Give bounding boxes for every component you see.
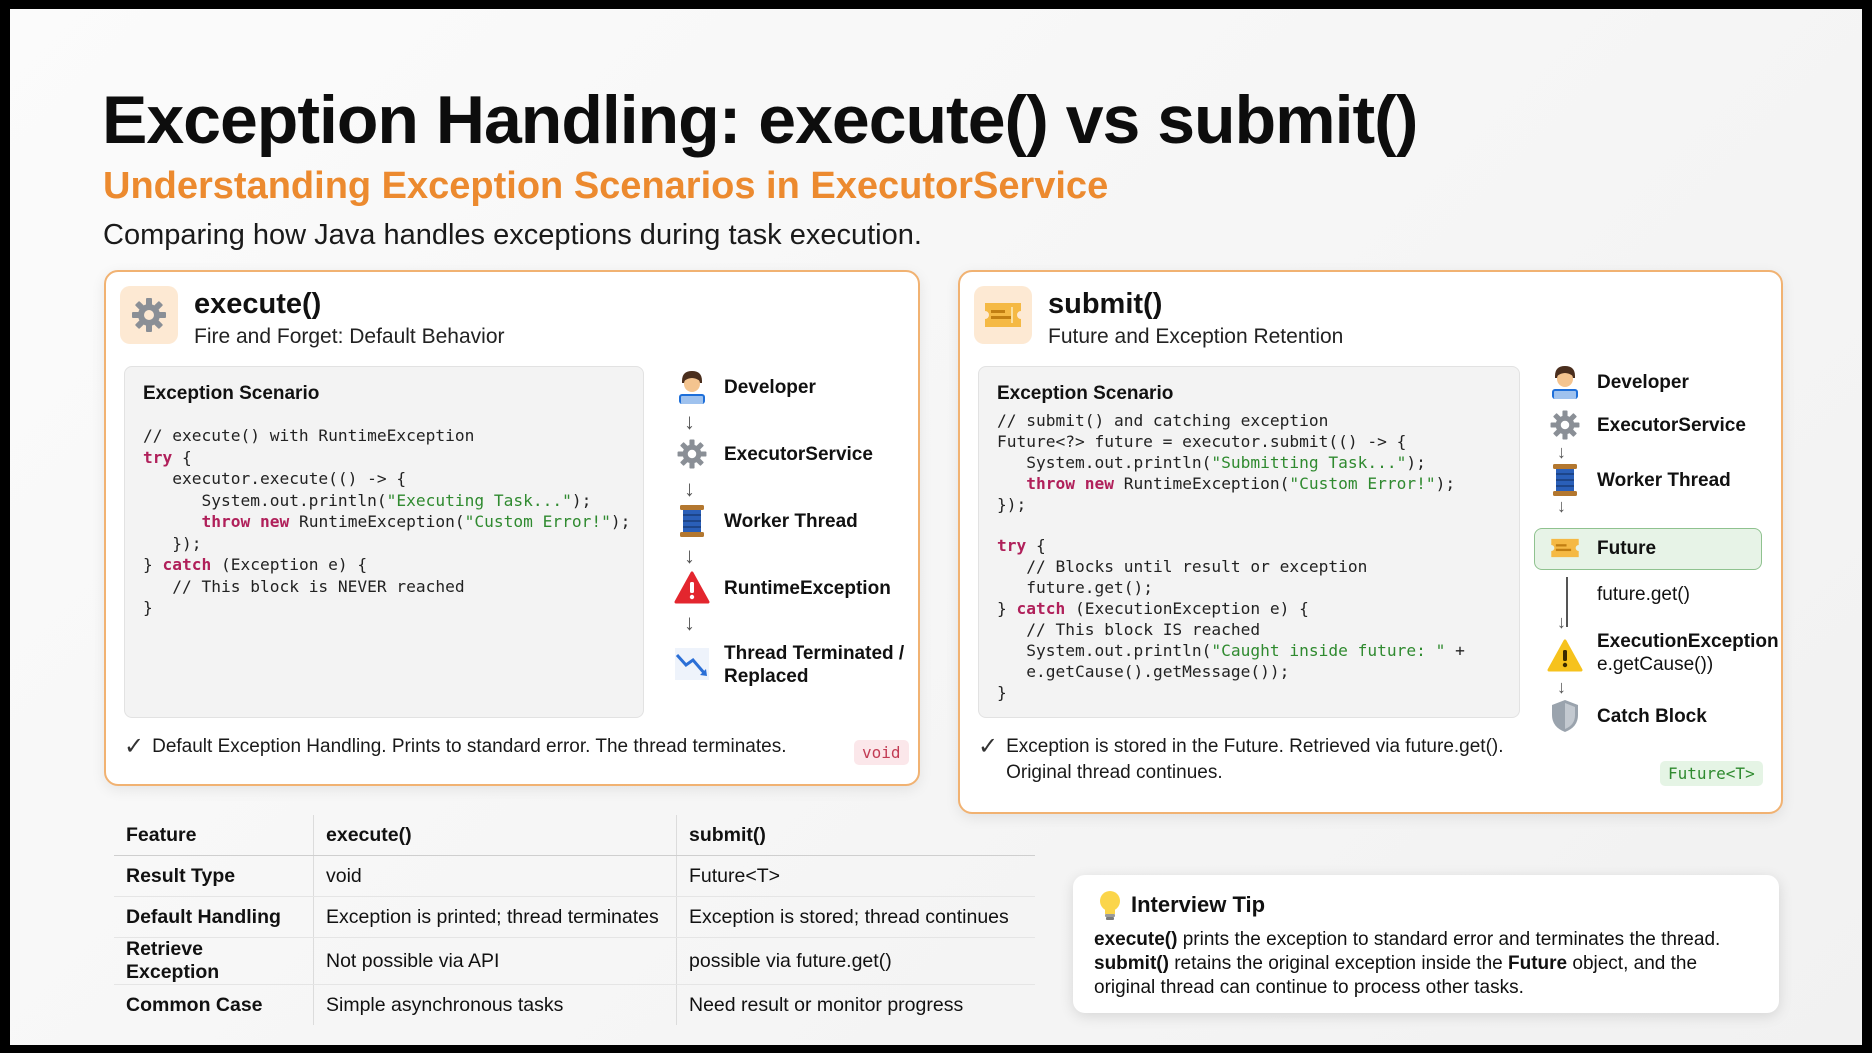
spool-icon <box>1545 460 1585 500</box>
interview-tip-card: Interview Tip execute() prints the excep… <box>1073 875 1779 1013</box>
table-row: Result Type void Future<T> <box>114 855 1035 897</box>
execute-scenario-box: Exception Scenario // execute() with Run… <box>124 366 644 718</box>
flow-arrow: ↓ <box>1557 496 1566 516</box>
execute-scenario-title: Exception Scenario <box>143 383 320 404</box>
execute-code-block: // execute() with RuntimeException try {… <box>143 426 631 617</box>
table-header: submit() <box>676 815 1035 856</box>
flow-thread-terminated: Thread Terminated / Replaced <box>672 642 904 688</box>
flow-runtime-exception: RuntimeException <box>672 568 891 608</box>
tip-title: Interview Tip <box>1131 892 1266 917</box>
flow-arrow: ↓ <box>1557 612 1566 632</box>
execute-panel: execute() Fire and Forget: Default Behav… <box>104 270 920 786</box>
flow-future-get: future.get() <box>1597 584 1690 605</box>
submit-panel: submit() Future and Exception Retention … <box>958 270 1783 814</box>
table-header: execute() <box>313 815 677 856</box>
table-row: Retrieve Exception Not possible via API … <box>114 937 1035 985</box>
flow-arrow: ↓ <box>684 543 695 568</box>
slide: Exception Handling: execute() vs submit(… <box>10 9 1862 1045</box>
table-header: Feature <box>114 815 314 856</box>
ticket-icon <box>974 286 1032 344</box>
void-badge: void <box>854 740 909 765</box>
ticket-icon <box>1545 528 1585 568</box>
gear-icon <box>1545 405 1585 445</box>
table-header-row: Feature execute() submit() <box>114 815 1035 856</box>
submit-note: ✓ Exception is stored in the Future. Ret… <box>978 734 1504 786</box>
flow-arrow: ↓ <box>1557 677 1566 697</box>
execute-note: ✓ Default Exception Handling. Prints to … <box>124 733 787 760</box>
developer-icon <box>672 367 712 407</box>
flow-connector-line <box>1566 577 1568 627</box>
chart-down-icon <box>672 644 712 684</box>
lightbulb-icon <box>1097 889 1123 926</box>
developer-icon <box>1545 362 1585 402</box>
flow-worker-thread: Worker Thread <box>672 501 858 541</box>
execute-title: execute() <box>194 288 322 320</box>
flow-executor-service: ExecutorService <box>1545 405 1746 445</box>
shield-icon <box>1545 696 1585 736</box>
submit-description: Future and Exception Retention <box>1048 325 1344 348</box>
flow-arrow: ↓ <box>684 476 695 501</box>
gear-icon <box>672 434 712 474</box>
flow-worker-thread: Worker Thread <box>1545 460 1731 500</box>
gear-icon <box>120 286 178 344</box>
flow-executor-service: ExecutorService <box>672 434 873 474</box>
flow-developer: Developer <box>672 367 816 407</box>
submit-scenario-box: Exception Scenario // submit() and catch… <box>978 366 1520 718</box>
page-subtitle: Understanding Exception Scenarios in Exe… <box>103 165 1109 207</box>
spool-icon <box>672 501 712 541</box>
submit-code-block: // submit() and catching exception Futur… <box>997 411 1465 702</box>
flow-arrow: ↓ <box>684 610 695 635</box>
checkmark-icon: ✓ <box>124 733 145 760</box>
comparison-table: Feature execute() submit() Result Type v… <box>114 815 1035 1025</box>
flow-developer: Developer <box>1545 362 1689 402</box>
checkmark-icon: ✓ <box>978 733 999 760</box>
flow-arrow: ↓ <box>1557 442 1566 462</box>
page-title: Exception Handling: execute() vs submit(… <box>102 82 1418 158</box>
tip-body: execute() prints the exception to standa… <box>1094 929 1721 998</box>
warning-red-icon <box>672 568 712 608</box>
future-badge: Future<T> <box>1660 761 1763 786</box>
flow-arrow: ↓ <box>684 409 695 434</box>
submit-title: submit() <box>1048 288 1163 320</box>
flow-catch-block: Catch Block <box>1545 696 1707 736</box>
warning-yellow-icon <box>1545 636 1585 676</box>
table-row: Default Handling Exception is printed; t… <box>114 896 1035 938</box>
table-row: Common Case Simple asynchronous tasks Ne… <box>114 984 1035 1025</box>
intro-text: Comparing how Java handles exceptions du… <box>103 219 922 251</box>
flow-future: Future <box>1545 528 1656 568</box>
flow-execution-exception: ExecutionException e.getCause()) <box>1545 630 1779 676</box>
submit-scenario-title: Exception Scenario <box>997 383 1174 404</box>
execute-description: Fire and Forget: Default Behavior <box>194 325 505 348</box>
